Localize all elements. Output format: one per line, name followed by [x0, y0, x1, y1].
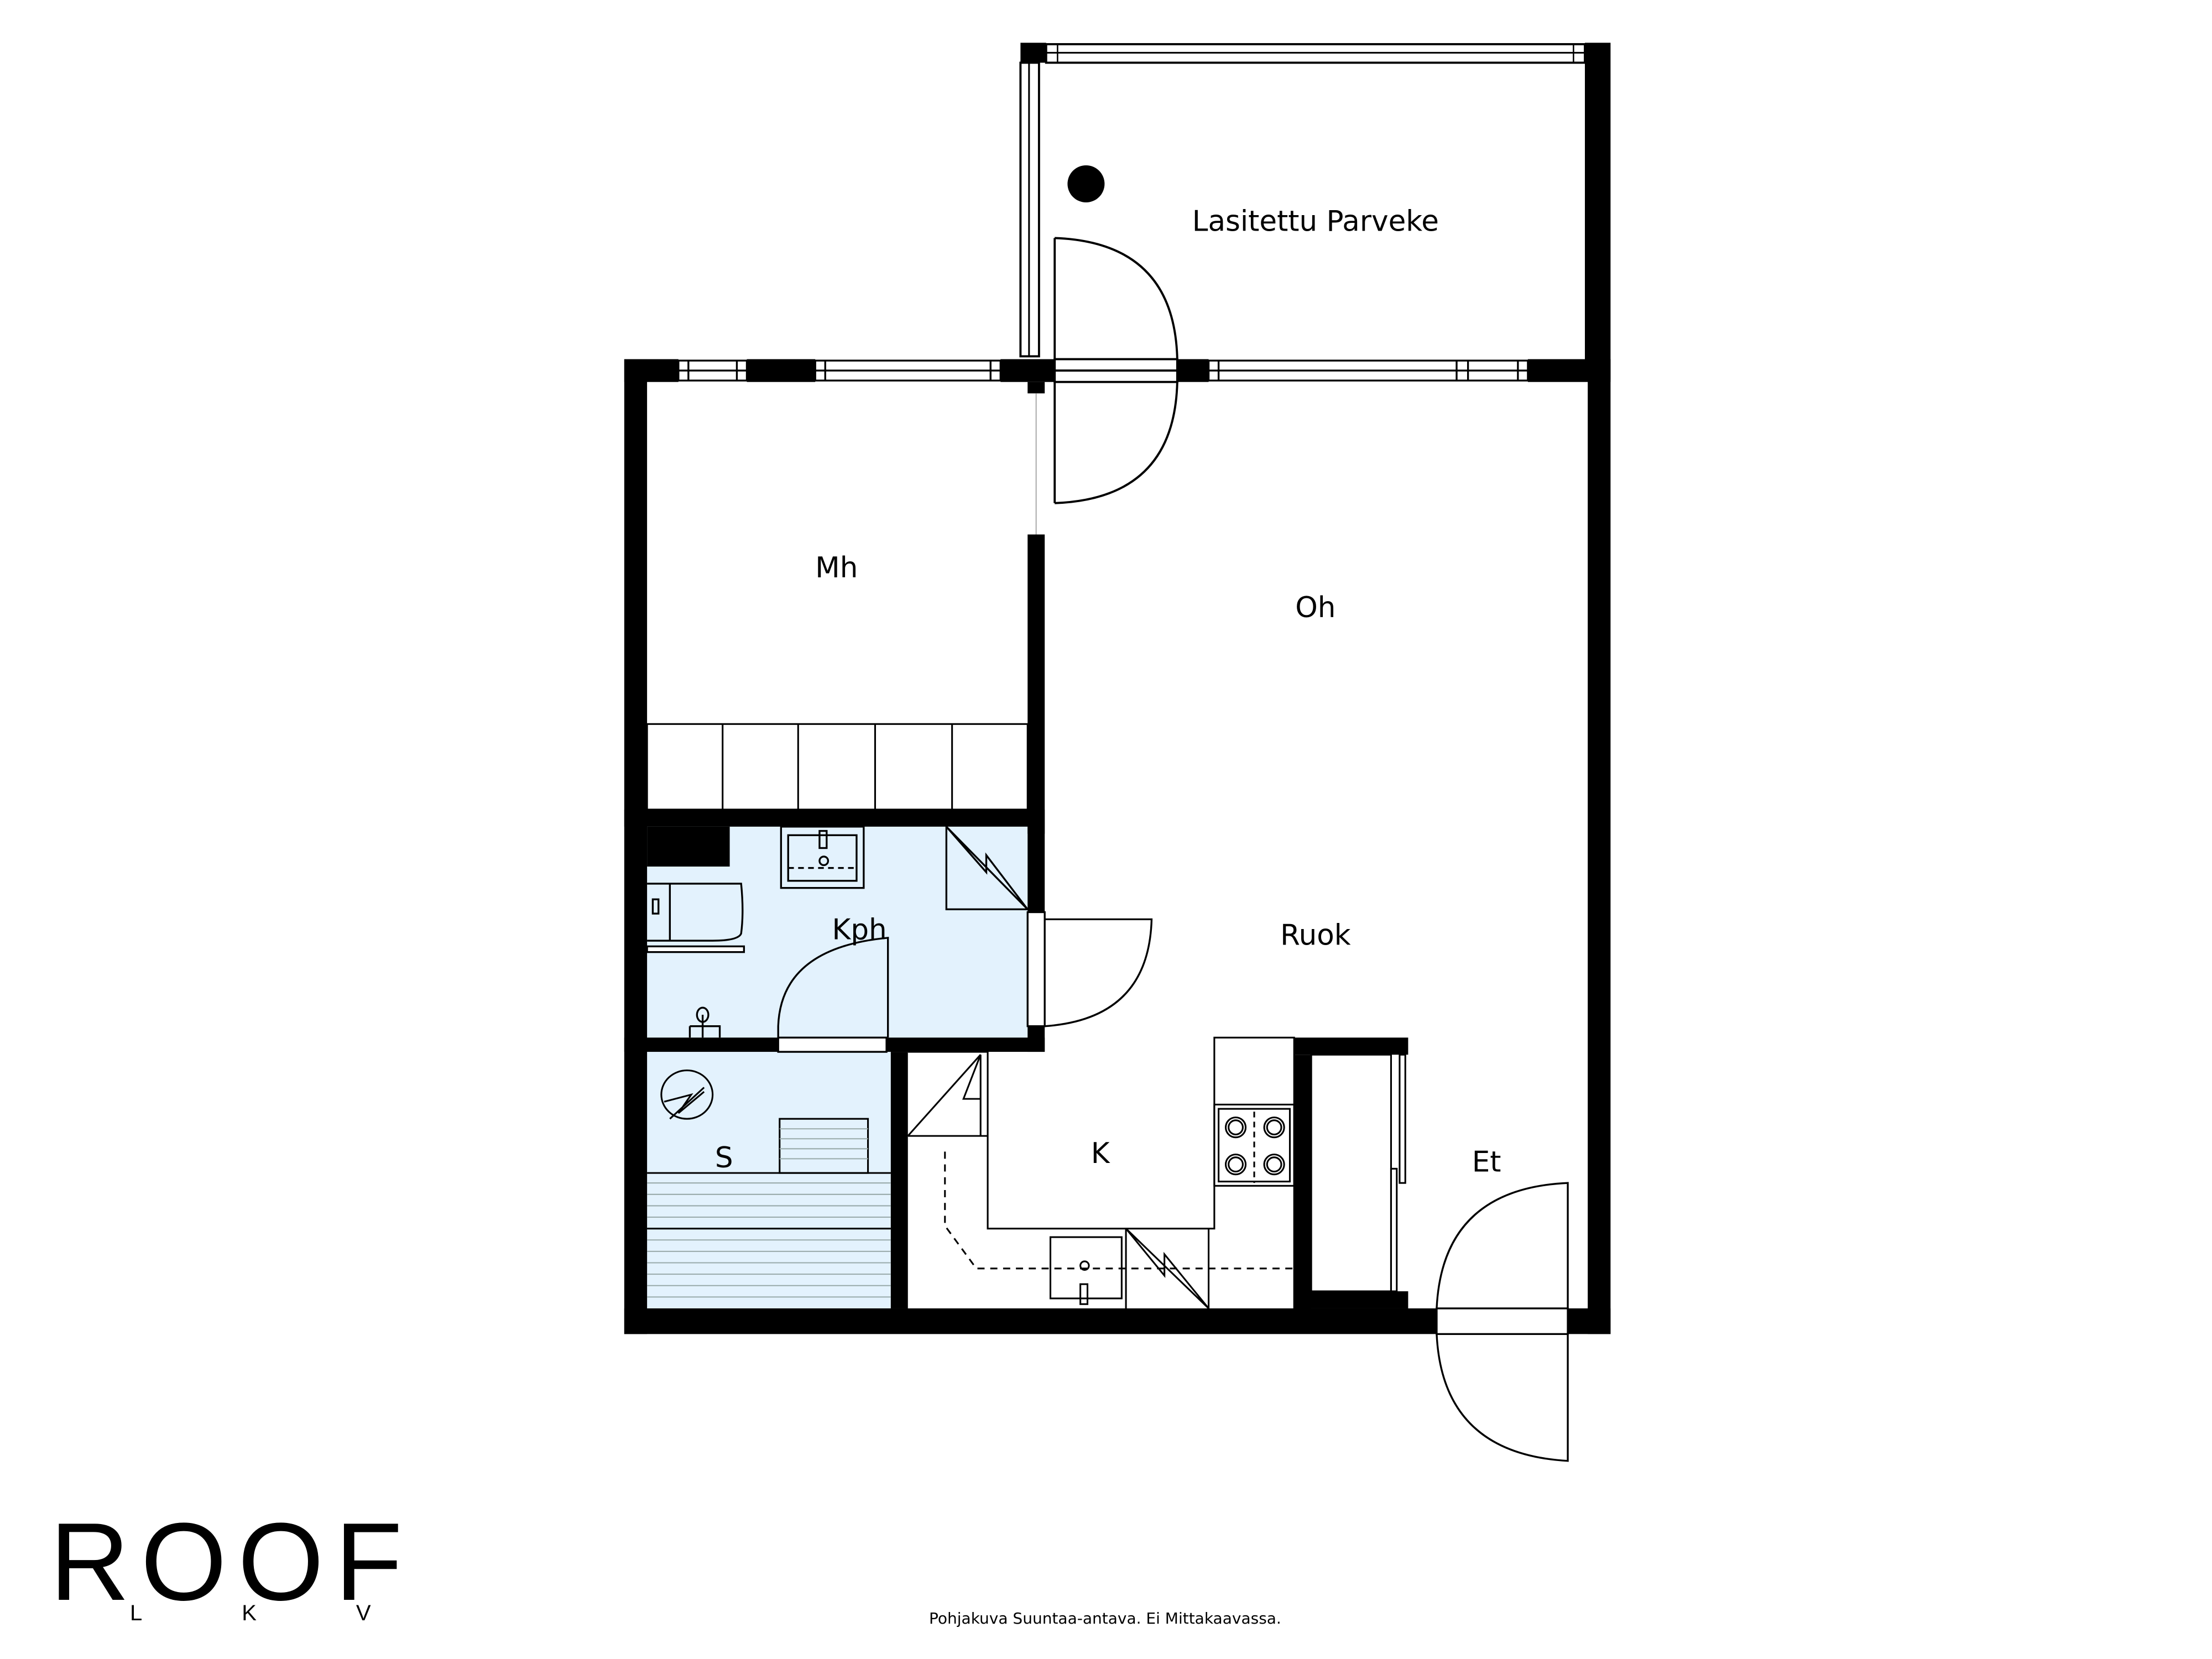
balcony-walls [1019, 43, 1611, 379]
room-label-sauna: S [715, 1141, 733, 1175]
company-logo-subtitle: LKV [130, 1601, 471, 1625]
room-label-entry: Et [1472, 1146, 1501, 1179]
balcony-door[interactable] [1053, 237, 1178, 504]
room-label-dining: Ruok [1280, 919, 1351, 952]
entry-door[interactable] [1436, 1182, 1569, 1462]
kitchen-fixtures [907, 1036, 1406, 1310]
company-logo: ROOF [50, 1500, 414, 1624]
wardrobe [646, 723, 1029, 811]
room-label-bathroom: Kph [832, 913, 887, 946]
pillar-icon [1067, 165, 1105, 202]
sauna-floor [644, 1052, 891, 1308]
bathroom-fixtures [646, 824, 1030, 1053]
outer-walls [624, 359, 1611, 1334]
bathroom-door[interactable] [1026, 911, 1153, 1027]
room-label-bedroom: Mh [815, 551, 858, 585]
room-label-living: Oh [1295, 591, 1335, 624]
sauna-fixtures [647, 1070, 891, 1298]
interior-walls [624, 382, 1408, 1308]
room-label-balcony: Lasitettu Parveke [1192, 205, 1439, 238]
windows [677, 359, 1529, 382]
room-label-kitchen: K [1091, 1137, 1110, 1170]
disclaimer-text: Pohjakuva Suuntaa-antava. Ei Mittakaavas… [929, 1609, 1281, 1627]
